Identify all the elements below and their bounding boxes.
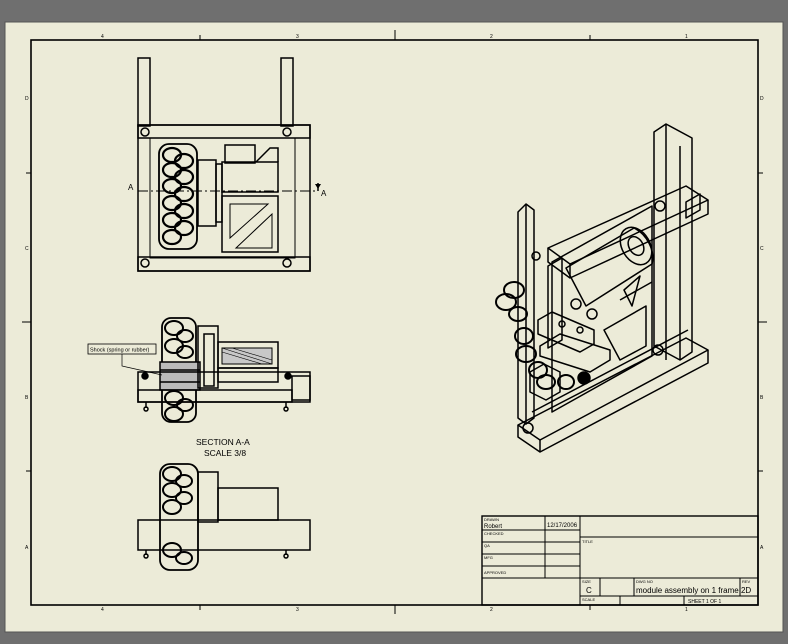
- top-view: [137, 57, 311, 272]
- drawn-date: 12/17/2006: [547, 523, 578, 529]
- section-marker-right: A: [321, 189, 327, 198]
- zone-col-bottom-1: 4: [101, 607, 104, 613]
- shock-callout: Shock (spring or rubber): [87, 343, 163, 376]
- zone-col-bottom-3: 2: [490, 607, 493, 613]
- checked-label: CHECKED: [484, 531, 504, 536]
- qa-label: QA: [484, 543, 490, 548]
- zone-row-right-1: D: [760, 96, 764, 102]
- zone-col-bottom-2: 3: [296, 607, 299, 613]
- zone-col-bottom-4: 1: [685, 607, 688, 613]
- zone-col-top-2: 3: [296, 34, 299, 40]
- dwg-no-label: DWG NO: [636, 579, 653, 584]
- drawn-by: Robert: [484, 524, 502, 530]
- zone-col-top-3: 2: [490, 34, 493, 40]
- zone-labels: 4 3 2 1 4 3 2 1 D C B A D C B A: [25, 34, 764, 613]
- title-block-text: DRAWN Robert 12/17/2006 CHECKED QA MFG A…: [484, 517, 751, 605]
- zone-row-right-3: B: [760, 395, 764, 401]
- section-scale: SCALE 3/8: [204, 448, 246, 458]
- zone-row-left-4: A: [25, 545, 29, 551]
- zone-row-right-2: C: [760, 246, 764, 252]
- size-value: C: [586, 586, 592, 595]
- section-view: [137, 317, 311, 423]
- approved-label: APPROVED: [484, 570, 506, 575]
- dwg-no-value: module assembly on 1 frame 2D: [636, 586, 751, 595]
- zone-row-right-4: A: [760, 545, 764, 551]
- zone-row-left-3: B: [25, 395, 29, 401]
- zone-row-left-1: D: [25, 96, 29, 102]
- section-line: A A: [128, 183, 327, 198]
- shock-callout-label: Shock (spring or rubber): [90, 348, 149, 354]
- rev-label: REV: [742, 579, 751, 584]
- zone-col-top-4: 1: [685, 34, 688, 40]
- scale-label: SCALE: [582, 597, 595, 602]
- drawn-label: DRAWN: [484, 517, 499, 522]
- section-marker-left: A: [128, 183, 134, 192]
- zone-col-top-1: 4: [101, 34, 104, 40]
- title-label: TITLE: [582, 539, 593, 544]
- zone-ticks: [22, 30, 767, 614]
- section-title: SECTION A-A: [196, 437, 250, 447]
- size-label: SIZE: [582, 579, 591, 584]
- sheet-value: SHEET 1 OF 1: [688, 599, 721, 605]
- isometric-view: [495, 123, 709, 453]
- front-view: [137, 463, 311, 571]
- zone-row-left-2: C: [25, 246, 29, 252]
- title-block: [481, 515, 759, 606]
- mfg-label: MFG: [484, 555, 493, 560]
